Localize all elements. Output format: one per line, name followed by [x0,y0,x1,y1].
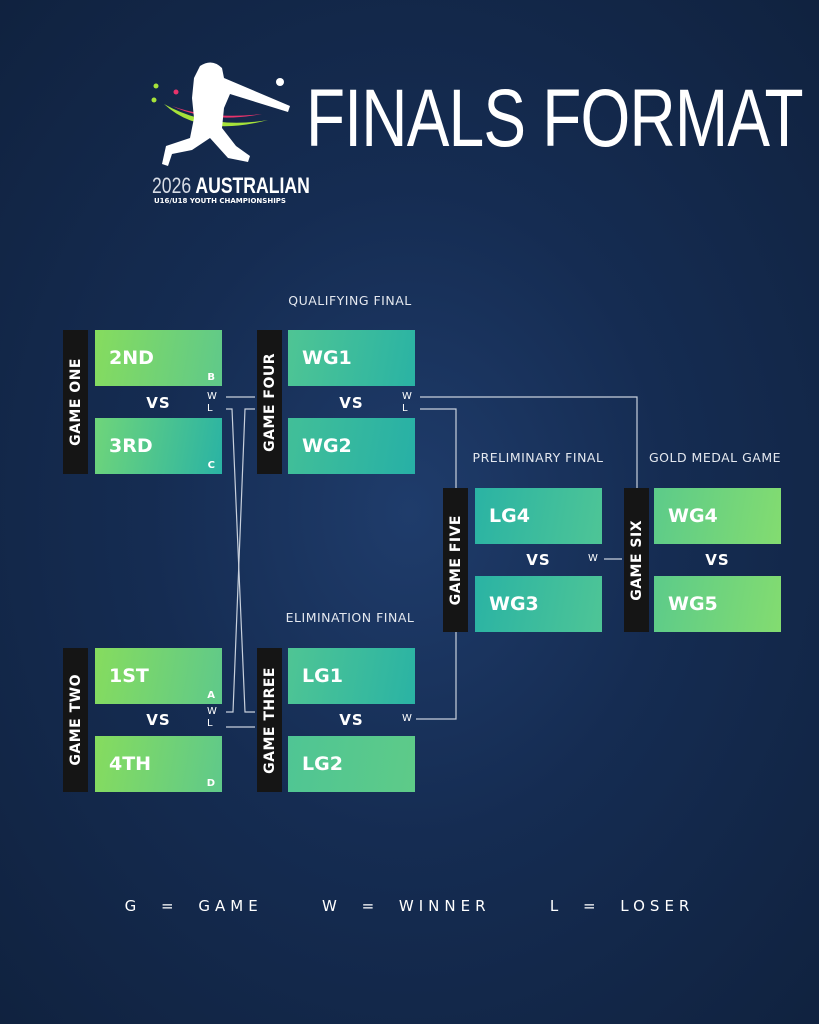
game-four-team-bottom: WG2 [288,418,415,474]
winner-mark: W [588,553,598,564]
seed-label: A [207,690,215,701]
logo-text: 2026 AUSTRALIAN [152,173,310,199]
vs-label: VS [705,551,730,569]
vs-label: VS [146,711,171,729]
game-one-label: GAME ONE [63,330,88,474]
game-six-team-bottom: WG5 [654,576,781,632]
legend: G = GAME W = WINNER L = LOSER [124,897,695,915]
seed-label: C [207,460,215,471]
elimination-final-label: ELIMINATION FINAL [285,610,415,625]
game-four-label: GAME FOUR [257,330,282,474]
preliminary-final-label: PRELIMINARY FINAL [472,450,604,465]
winner-mark: W [402,713,412,724]
game-five-label: GAME FIVE [443,488,468,632]
logo-year: 2026 [152,173,192,198]
game-four-team-top: WG1 [288,330,415,386]
gold-medal-game-label: GOLD MEDAL GAME [648,450,782,465]
championship-logo [150,58,290,170]
game-six-label: GAME SIX [624,488,649,632]
game-two-label: GAME TWO [63,648,88,792]
vs-label: VS [339,394,364,412]
game-three-label: GAME THREE [257,648,282,792]
logo-name: AUSTRALIAN [195,173,310,198]
vs-label: VS [339,711,364,729]
page-title: FINALS FORMAT [306,73,804,164]
game-five-team-top: LG4 [475,488,602,544]
seed-label: B [207,372,215,383]
vs-label: VS [146,394,171,412]
vs-label: VS [526,551,551,569]
logo-subtitle: U16/U18 YOUTH CHAMPIONSHIPS [154,197,286,205]
batter-icon [151,62,290,166]
seed-label: D [206,778,215,789]
game-five-team-bottom: WG3 [475,576,602,632]
game-three-team-bottom: LG2 [288,736,415,792]
qualifying-final-label: QUALIFYING FINAL [288,293,412,308]
game-six-team-top: WG4 [654,488,781,544]
game-three-team-top: LG1 [288,648,415,704]
